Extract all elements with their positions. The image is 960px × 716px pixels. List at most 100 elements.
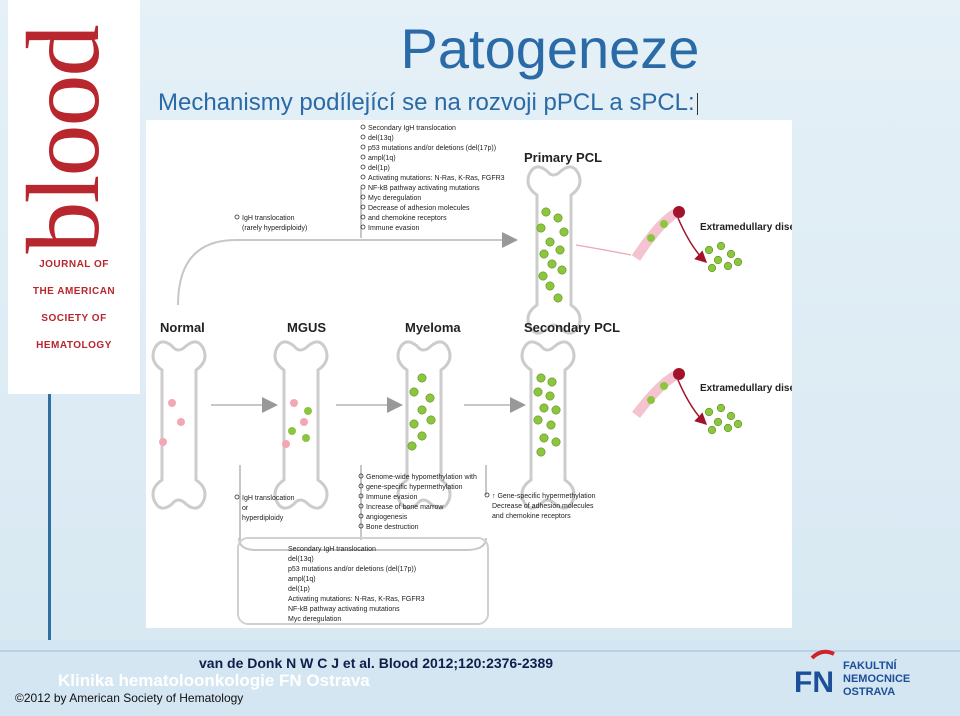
annotation-line: Activating mutations: N-Ras, K-Ras, FGFR…: [288, 596, 425, 603]
plasma-cell: [704, 407, 714, 417]
vessel-extramedullary-bottom: [632, 368, 743, 435]
annotation-line: p53 mutations and/or deletions (del(17p)…: [288, 566, 416, 573]
journal-line-3: SOCIETY OF: [41, 313, 107, 324]
plasma-cell: [704, 245, 714, 255]
annotation-line: Secondary IgH translocation: [288, 546, 376, 553]
annotation-bullet: [358, 513, 364, 519]
annotation-line: p53 mutations and/or deletions (del(17p)…: [368, 145, 496, 152]
blood-wordmark: blood: [6, 26, 121, 254]
footer-rule: [0, 650, 960, 652]
plasma-cell: [546, 420, 556, 430]
annotation-bullet: [360, 154, 366, 160]
bone-normal: [151, 340, 207, 510]
citation: van de Donk N W C J et al. Blood 2012;12…: [199, 655, 554, 671]
annotation-line: NF-kB pathway activating mutations: [288, 606, 400, 613]
annotation-bullet: [358, 483, 364, 489]
plasma-cell: [417, 373, 427, 383]
hospital-name-line-1: FAKULTNÍ: [843, 660, 897, 672]
plasma-cell: [539, 249, 549, 259]
slide-subtitle: Mechanismy podílející se na rozvoji pPCL…: [158, 88, 698, 118]
plasma-cell: [536, 373, 546, 383]
hospital-name-line-3: OSTRAVA: [843, 686, 896, 698]
label-extramedullary-top: Extramedullary disease: [700, 222, 792, 233]
hospital-logo-icon: FN: [794, 649, 835, 699]
annotation-bullet: [360, 134, 366, 140]
hospital-name-line-2: NEMOCNICE: [843, 673, 911, 685]
plasma-cell: [716, 403, 726, 413]
plasma-cell: [409, 387, 419, 397]
annotation-line: del(1p): [288, 586, 310, 593]
annotation-line: del(13q): [368, 135, 394, 142]
plasma-cell: [733, 419, 743, 429]
annotation-line: Secondary IgH translocation: [368, 125, 456, 132]
bottom-events-box: [237, 537, 489, 625]
annotation-bullet: [360, 204, 366, 210]
path-connectors: [177, 188, 526, 551]
annotation-bullet: [358, 493, 364, 499]
plasma-cell: [559, 227, 569, 237]
annotation-bullet: [360, 164, 366, 170]
annotation-line: Myc deregulation: [368, 195, 421, 202]
bone-mgus: [273, 340, 329, 510]
plasma-cell: [733, 257, 743, 267]
annotation-bullet: [484, 492, 490, 498]
plasma-cell: [407, 441, 417, 451]
plasma-cell: [713, 417, 723, 427]
plasma-cell: [547, 259, 557, 269]
copyright: ©2012 by American Society of Hematology: [15, 691, 244, 705]
clinic-name: Klinika hematoloonkologie FN Ostrava: [58, 671, 370, 690]
annotation-line: NF-kB pathway activating mutations: [368, 185, 480, 192]
annotation-bullet: [360, 144, 366, 150]
annotation-bullet: [360, 224, 366, 230]
slide-title: Patogeneze: [400, 17, 700, 80]
annotation-line: ampl(1q): [368, 155, 396, 162]
label-normal: Normal: [160, 320, 205, 335]
pathogenesis-figure: Primary PCL Normal MGUS Myeloma Secondar…: [146, 120, 792, 628]
plasma-cell: [417, 431, 427, 441]
annotation-bullet: [358, 523, 364, 529]
annotation-bullet: [360, 214, 366, 220]
annotation-line: Genome-wide hypomethylation with: [366, 474, 477, 481]
annotation-line: Immune evasion: [366, 494, 417, 501]
journal-line-1: JOURNAL OF: [39, 259, 109, 270]
myeloma-cells: [407, 373, 436, 451]
plasma-cell: [545, 281, 555, 291]
hospital-mark: FN: [794, 666, 834, 699]
annotation-bullet: [234, 214, 240, 220]
bone-primary-pcl: [526, 165, 582, 335]
annotation-line: and chemokine receptors: [368, 215, 447, 222]
label-primary-pcl: Primary PCL: [524, 150, 602, 165]
plasma-cell: [533, 415, 543, 425]
annotation-line: Bone destruction: [366, 524, 419, 531]
label-mgus: MGUS: [287, 320, 326, 335]
annotation-early-event: IgH translocation(rarely hyperdiploidy): [234, 214, 307, 232]
annotation-line: gene-specific hypermethylation: [366, 484, 463, 491]
plasma-cell: [417, 405, 427, 415]
annotation-line: (rarely hyperdiploidy): [242, 225, 307, 232]
plasma-cell: [409, 419, 419, 429]
secondary-pcl-cells: [533, 373, 561, 457]
plasma-cell: [726, 411, 736, 421]
plasma-cell: [707, 263, 717, 273]
annotation-bullet: [360, 174, 366, 180]
plasma-cell: [536, 447, 546, 457]
annotation-line: Increase of bone marrow: [366, 504, 444, 511]
annotation-line: ↑ Gene-specific hypermethylation: [492, 493, 596, 500]
plasma-cell: [723, 261, 733, 271]
plasma-cell: [545, 237, 555, 247]
annotation-line: Immune evasion: [368, 225, 419, 232]
annotation-line: Activating mutations: N-Ras, K-Ras, FGFR…: [368, 175, 505, 182]
annotation-line: or: [242, 505, 249, 512]
plasma-cell: [726, 249, 736, 259]
annotation-myeloma-events: Genome-wide hypomethylation with gene-spe…: [358, 473, 477, 531]
label-myeloma: Myeloma: [405, 320, 461, 335]
annotation-line: del(13q): [288, 556, 314, 563]
plasma-cell: [536, 223, 546, 233]
plasma-cell: [551, 405, 561, 415]
annotation-bullet: [360, 194, 366, 200]
annotation-bullet: [360, 124, 366, 130]
annotation-line: and chemokine receptors: [492, 513, 571, 520]
bone-myeloma: [396, 340, 452, 510]
plasma-cell: [707, 425, 717, 435]
